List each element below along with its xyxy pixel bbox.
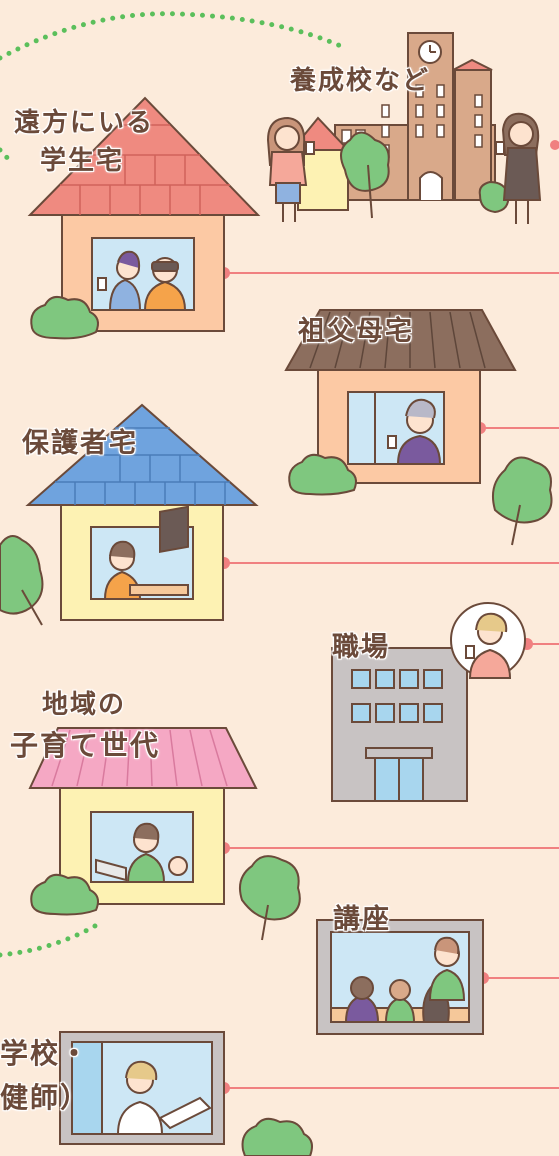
dotted-path-left-bottom [0, 919, 105, 958]
small-house [289, 116, 351, 211]
label-lecture: 講座 [333, 904, 391, 935]
school-trees [340, 131, 510, 219]
label-workplace: 職場 [332, 632, 390, 663]
workplace-building [331, 647, 468, 802]
label-school-line1: 学校・ [0, 1037, 91, 1070]
student-girl-figure [266, 116, 315, 222]
bush-grandparents [288, 453, 357, 496]
label-training-school: 養成校など [290, 66, 431, 96]
tree-left-guardian [0, 535, 44, 626]
bush-remote-student [30, 295, 99, 340]
label-community-line2: 子育て世代 [10, 729, 161, 762]
school-room [59, 1031, 225, 1145]
guardian-house [25, 403, 259, 621]
bush-school [241, 1117, 313, 1156]
dotted-path-left-top [0, 147, 17, 165]
label-remote-student-line2: 学生宅 [40, 146, 125, 176]
workplace-worker-avatar [450, 602, 526, 679]
label-remote-student-line1: 遠方にいる [14, 108, 155, 138]
tree-center-community [239, 855, 301, 941]
connector-lines [224, 272, 559, 1089]
label-guardian-home: 保護者宅 [22, 428, 138, 459]
lecture-room [316, 919, 484, 1035]
grandparents-house [284, 309, 517, 484]
teacher-woman-figure [495, 112, 542, 224]
bush-community [30, 873, 99, 916]
label-grandparents-home: 祖父母宅 [298, 316, 414, 347]
dotted-path-top [0, 11, 348, 61]
tree-right-middle [492, 456, 553, 546]
label-school-line2: 健師） [0, 1081, 91, 1114]
label-community-line1: 地域の [42, 690, 127, 720]
